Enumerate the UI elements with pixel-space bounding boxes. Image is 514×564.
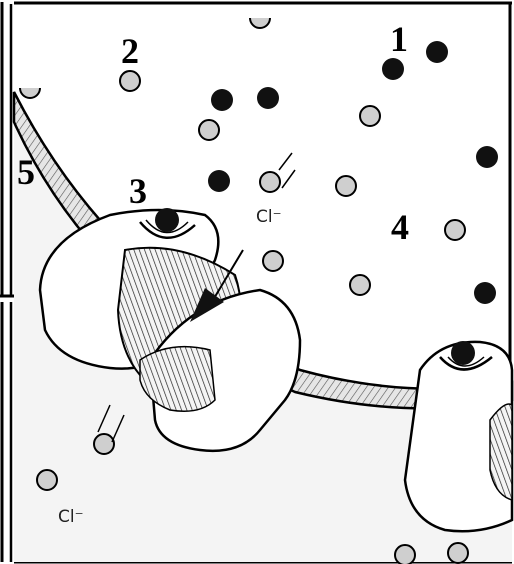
chloride-ion-label: Cl⁻ — [256, 207, 282, 227]
chloride-particle — [37, 470, 57, 490]
chloride-particle — [199, 120, 219, 140]
label-1: 1 — [390, 19, 408, 59]
receptor-channel-right — [405, 342, 512, 531]
chloride-particle — [350, 275, 370, 295]
chloride-particle — [263, 251, 283, 271]
chloride-particle — [250, 18, 270, 28]
chloride-particle — [448, 543, 468, 563]
chloride-particle — [445, 220, 465, 240]
chloride-particle — [260, 172, 280, 192]
chloride-particle — [360, 106, 380, 126]
chloride-particle — [20, 88, 40, 98]
label-5: 5 — [17, 152, 35, 192]
ligand-particle — [257, 87, 279, 109]
label-3: 3 — [129, 171, 147, 211]
ligand-particle — [211, 89, 233, 111]
chloride-particle — [336, 176, 356, 196]
ligand-particle — [474, 282, 496, 304]
bound-ligand — [451, 341, 475, 365]
ligand-particle — [426, 41, 448, 63]
label-4: 4 — [391, 207, 409, 247]
label-2: 2 — [121, 31, 139, 71]
bound-ligand — [155, 208, 179, 232]
ligand-particle — [208, 170, 230, 192]
chloride-particle — [395, 545, 415, 564]
chloride-particle — [120, 71, 140, 91]
chloride-ion-label: Cl⁻ — [58, 507, 84, 527]
ligand-particle — [476, 146, 498, 168]
chloride-particle — [94, 434, 114, 454]
ligand-particle — [382, 58, 404, 80]
